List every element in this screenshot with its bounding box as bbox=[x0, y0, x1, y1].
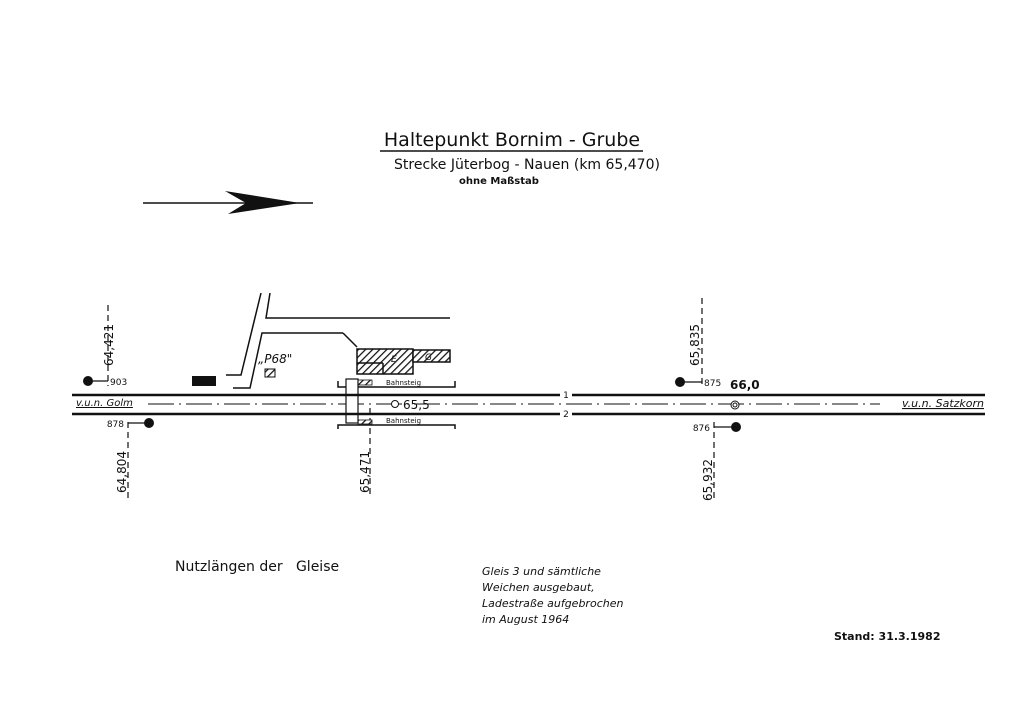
footbridge bbox=[345, 378, 359, 424]
signal-875-km: 65,835 bbox=[688, 324, 702, 366]
building-g-label: G bbox=[425, 353, 432, 363]
route-subtitle: Strecke Jüterbog - Nauen (km 65,470) bbox=[394, 157, 660, 173]
track-2-label: 2 bbox=[563, 410, 569, 420]
signal-903-km: 64,421 bbox=[102, 324, 116, 366]
km-660-label: 66,0 bbox=[730, 378, 760, 392]
signal-878 bbox=[127, 418, 154, 498]
signal-878-km: 64,804 bbox=[115, 451, 129, 493]
signal-876-label: 876 bbox=[693, 424, 710, 434]
km-655-label: 65,5 bbox=[403, 398, 430, 412]
platform-top-label: Bahnsteig bbox=[386, 379, 421, 387]
platform-bottom-label: Bahnsteig bbox=[386, 417, 421, 425]
signal-875 bbox=[675, 298, 703, 387]
signal-903 bbox=[83, 305, 109, 386]
wc-label: WC bbox=[198, 378, 210, 386]
signal-878-label: 878 bbox=[107, 420, 124, 430]
signal-876 bbox=[713, 422, 741, 502]
scale-note: ohne Maßstab bbox=[459, 176, 539, 187]
tracks bbox=[72, 393, 985, 416]
page-title: Haltepunkt Bornim - Grube bbox=[384, 129, 640, 151]
building-e-label: E bbox=[391, 355, 397, 365]
track-1-label: 1 bbox=[563, 391, 569, 401]
km-marker-icon bbox=[391, 400, 399, 408]
signal-903-label: 903 bbox=[110, 378, 127, 388]
lengths-heading: Nutzlängen der Gleise bbox=[175, 559, 339, 575]
note-line-4: im August 1964 bbox=[482, 613, 569, 626]
p68-shed bbox=[264, 368, 276, 378]
wc-building bbox=[192, 376, 216, 386]
station-km: 65,471 bbox=[358, 451, 372, 493]
direction-arrow-icon bbox=[143, 191, 313, 214]
stand-date: Stand: 31.3.1982 bbox=[834, 630, 940, 643]
roads bbox=[226, 292, 450, 389]
note-line-1: Gleis 3 und sämtliche bbox=[482, 565, 601, 578]
note-line-2: Weichen ausgebaut, bbox=[482, 581, 595, 594]
note-line-3: Ladestraße aufgebrochen bbox=[482, 597, 623, 610]
station-building bbox=[356, 348, 451, 375]
km-marker-double-icon bbox=[730, 400, 740, 410]
from-golm-label: v.u.n. Golm bbox=[76, 398, 133, 409]
signal-876-km: 65,932 bbox=[701, 459, 715, 501]
signal-875-label: 875 bbox=[704, 379, 721, 389]
from-satzkorn-label: v.u.n. Satzkorn bbox=[902, 397, 984, 410]
p68-label: „P68" bbox=[258, 352, 292, 366]
